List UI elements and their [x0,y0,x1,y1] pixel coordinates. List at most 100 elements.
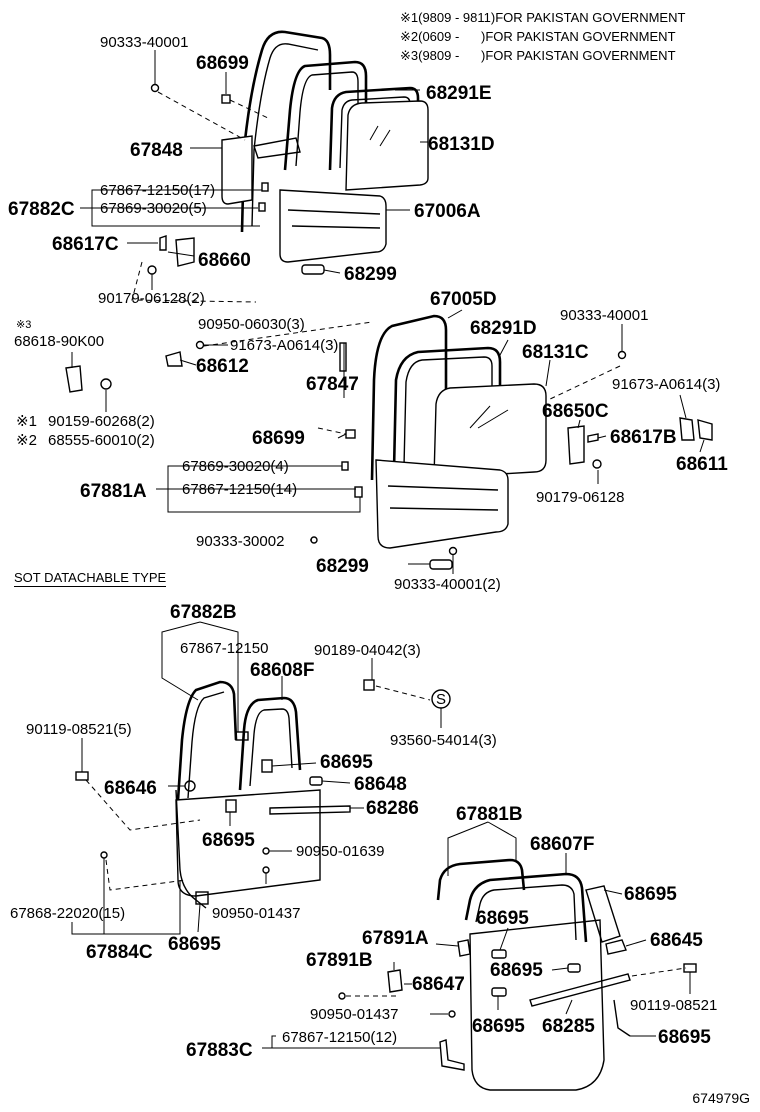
hinge-pin-68617C [159,235,167,251]
assembly-guide-line [375,685,431,701]
footnote-mark-2: ※2 [16,432,37,449]
part-label-68286: 68286 [366,798,419,819]
part-label-68291D: 68291D [470,318,537,339]
part-label-90950-01639: 90950-01639 [296,843,384,860]
screw-90119-08521 [75,771,89,781]
part-label-68695: 68695 [476,908,529,929]
part-label-68645: 68645 [650,930,703,951]
leader-bracket [156,465,361,513]
part-label-67891A: 67891A [362,928,429,949]
part-label-90179-06128-2: 90179-06128(2) [98,290,205,307]
part-label-67881B: 67881B [456,804,523,825]
clip-67867-12150 [235,731,249,741]
clip-67869-30020 [341,461,349,471]
note-text: (0609 - )FOR PAKISTAN GOVERNMENT [418,29,676,44]
part-label-68647: 68647 [412,974,465,995]
weatherstrip-67881B [436,858,526,901]
leader-line [499,927,509,951]
leader-line [565,999,573,1015]
note-mark: ※3 [400,48,419,63]
footnote-mark-3: ※3 [16,319,31,331]
part-label-68695: 68695 [490,960,543,981]
part-label-68695: 68695 [658,1027,711,1048]
note-mark: ※2 [400,29,419,44]
door-panel-inner-line [291,225,381,229]
part-label-90950-01437: 90950-01437 [310,1006,398,1023]
hinge-68660 [175,237,195,267]
part-label-67882B: 67882B [170,602,237,623]
assembly-guide-line [317,427,347,435]
leader-line [545,359,551,387]
note-row: ※2(0609 - )FOR PAKISTAN GOVERNMENT [400,27,755,46]
assembly-guide-line [157,91,246,141]
assembly-guide-line [229,99,269,119]
part-label-67868-22020-15: 67868-22020(15) [10,905,125,922]
leader-bracket [161,621,239,732]
leader-line [179,359,197,366]
glass-reflection-mark [369,125,379,141]
door-panel-inner-line [389,507,499,511]
part-label-68299: 68299 [344,264,397,285]
bolt-90179-06128 [592,459,602,469]
bracket-68611 [697,419,713,441]
note-mark: ※1 [400,10,419,25]
door-window-frame-inner [295,71,359,167]
hinge-pin-68617B [587,433,599,443]
clip-68695 [585,885,621,943]
door-trim-67848 [221,135,253,205]
leader-line [197,903,201,933]
assembly-guide-line [203,321,373,347]
strip-68285 [529,973,631,1007]
leader-line [167,251,195,257]
part-label-68699: 68699 [252,428,305,449]
clip-67867-12150 [261,182,269,192]
leader-line [551,967,569,971]
leader-line [323,269,341,274]
weatherstrip-67882B-inner [187,691,225,799]
run-channel-68291D-inner [403,356,493,467]
part-label-67882C: 67882C [8,199,75,220]
clip-68699 [221,94,231,104]
clip-68648 [309,776,323,786]
leader-line [447,309,463,319]
part-label-67848: 67848 [130,140,183,161]
part-label-67884C: 67884C [86,942,153,963]
leader-bracket [262,1035,440,1049]
rear-door-illustration [65,314,713,570]
door-window-frame [283,60,368,171]
clip-68695 [567,963,581,973]
part-label-67881A: 67881A [80,481,147,502]
part-label-68695: 68695 [168,934,221,955]
door-inner-handle [253,137,301,159]
note-text: (9809 - 9811)FOR PAKISTAN GOVERNMENT [418,10,686,25]
part-label-67867-12150-14: 67867-12150(14) [182,481,297,498]
run-channel-68608F-inner [249,708,293,787]
hinge-68650C [567,425,585,465]
clip-68695 [225,799,237,813]
door-panel-67005D-lower [375,459,509,549]
clip-67867-12150 [448,1010,456,1018]
part-label-68299: 68299 [316,556,369,577]
applicability-notes: ※1(9809 - 9811)FOR PAKISTAN GOVERNMENT ※… [400,8,755,65]
cushion-68299 [429,559,453,570]
front-door-illustration [131,30,429,303]
screw-90333-40001 [448,546,458,556]
part-label-68617C: 68617C [52,234,119,255]
leader-line [435,943,459,947]
run-channel-68608F [238,696,302,791]
run-channel-68607F [464,872,588,943]
leader-bracket [447,821,517,876]
s-mark-label: S [436,691,446,708]
leader-line [321,780,351,784]
assembly-guide-line [547,365,621,401]
note-text: (9809 - )FOR PAKISTAN GOVERNMENT [418,48,676,63]
glass-reflection-mark [379,129,391,147]
clip-68695 [491,949,507,959]
screw-90950-01437 [262,866,270,874]
screw-90189-04042 [363,679,375,691]
detachable-door-panel [175,789,321,897]
part-label-68695: 68695 [624,884,677,905]
clip-68695 [491,987,507,997]
part-label-91673-A0614-3: 91673-A0614(3) [612,376,720,393]
